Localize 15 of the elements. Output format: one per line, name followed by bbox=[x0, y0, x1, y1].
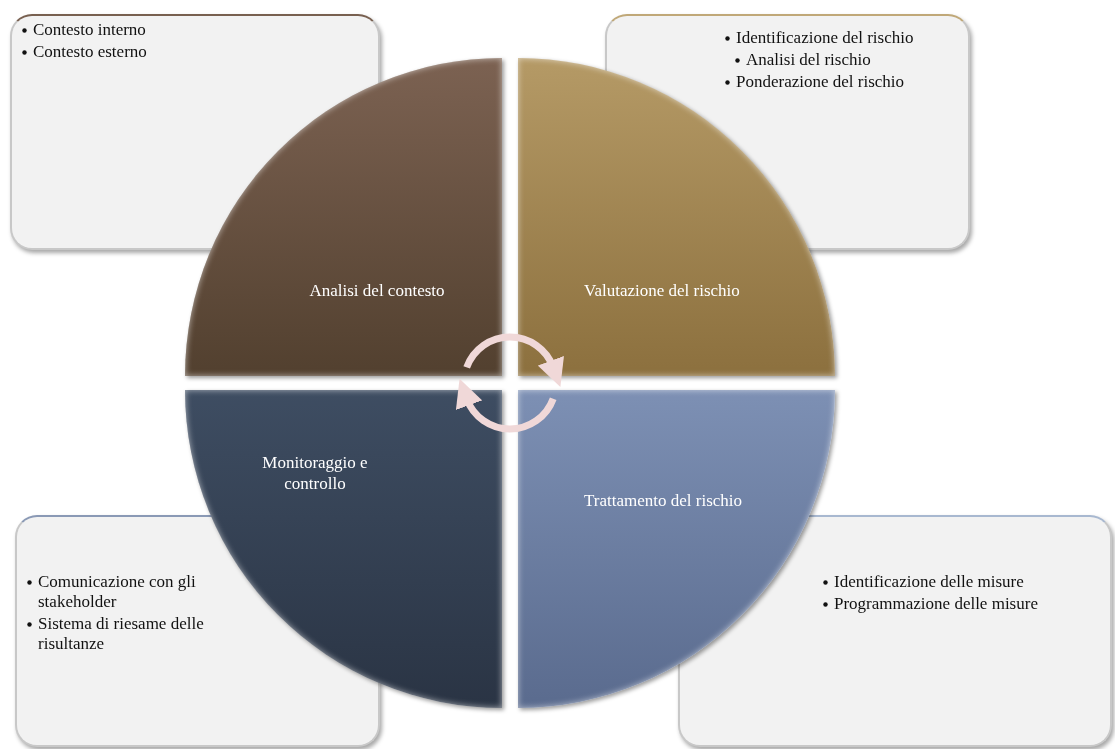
bullet-item: Identificazione del rischio bbox=[736, 28, 914, 47]
cycle-arrow bbox=[456, 379, 557, 433]
bullet-item: Ponderazione del rischio bbox=[736, 72, 905, 91]
segment-label: Analisi del contesto bbox=[308, 280, 446, 301]
bullet-item: Sistema di riesame delle risultanze bbox=[38, 614, 204, 653]
bullet-item: Comunicazione con gli stakeholder bbox=[38, 572, 196, 611]
segment-label: Trattamento del rischio bbox=[584, 490, 743, 511]
cycle-arrow bbox=[463, 333, 564, 387]
bullet-item: Analisi del rischio bbox=[746, 50, 871, 69]
bullet-item: Contesto esterno bbox=[33, 42, 147, 61]
segment-label: Monitoraggio e controllo bbox=[261, 452, 369, 494]
bullet-item: Contesto interno bbox=[33, 20, 146, 39]
bullet-item: Identificazione delle misure bbox=[834, 572, 1024, 591]
bullet-item: Programmazione delle misure bbox=[834, 594, 1038, 613]
segment-label: Valutazione del rischio bbox=[584, 280, 741, 301]
